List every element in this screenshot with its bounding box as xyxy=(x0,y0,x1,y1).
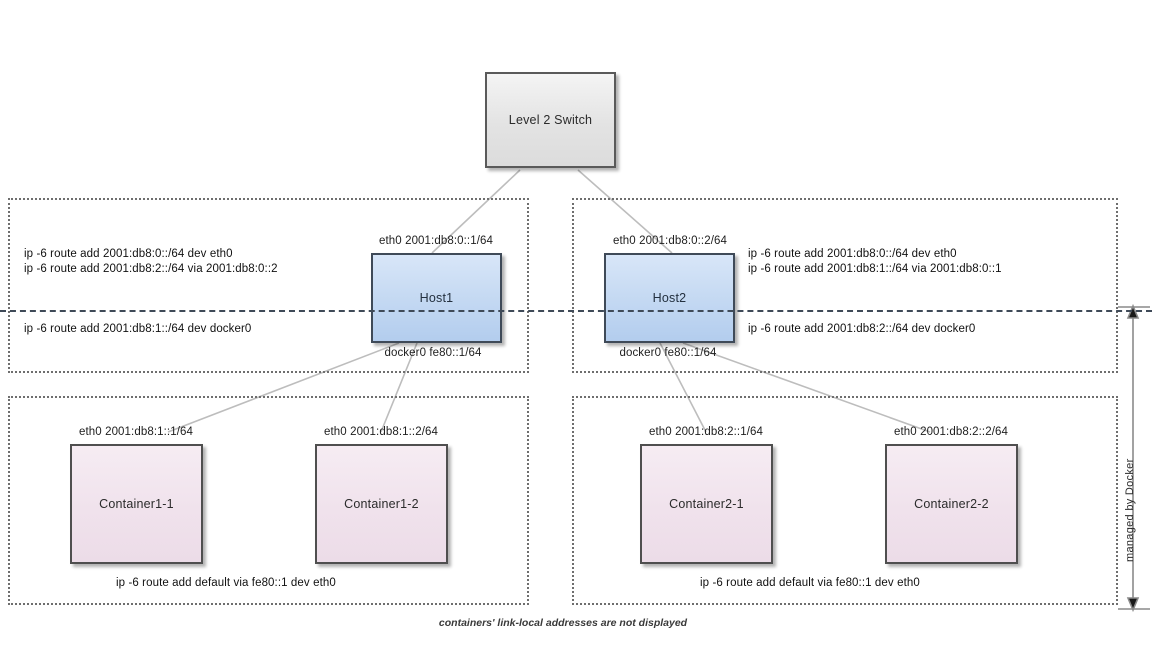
host1-docker0-label: docker0 fe80::1/64 xyxy=(384,347,482,359)
host2-label: Host2 xyxy=(652,291,687,305)
switch-label: Level 2 Switch xyxy=(508,113,593,127)
host1-kernel-route-1: ip -6 route add 2001:db8:0::/64 dev eth0 xyxy=(24,248,233,260)
node-container2-1[interactable]: Container2-1 xyxy=(640,444,773,564)
container2-2-eth0-label: eth0 2001:db8:2::2/64 xyxy=(893,426,1009,438)
host1-docker-route: ip -6 route add 2001:db8:1::/64 dev dock… xyxy=(24,323,252,335)
diagram-caption: containers' link-local addresses are not… xyxy=(438,617,688,629)
container1-2-label: Container1-2 xyxy=(344,497,419,511)
host2-docker0-label: docker0 fe80::1/64 xyxy=(619,347,717,359)
host-group-2 xyxy=(572,198,1118,373)
node-host1[interactable]: Host1 xyxy=(371,253,502,343)
host2-kernel-route-1: ip -6 route add 2001:db8:0::/64 dev eth0 xyxy=(748,248,957,260)
container-group-2 xyxy=(572,396,1118,605)
container2-1-label: Container2-1 xyxy=(669,497,744,511)
host1-kernel-route-2: ip -6 route add 2001:db8:2::/64 via 2001… xyxy=(24,263,278,275)
node-container2-2[interactable]: Container2-2 xyxy=(885,444,1018,564)
container-group-1-default-route: ip -6 route add default via fe80::1 dev … xyxy=(116,577,336,589)
container-group-1 xyxy=(8,396,529,605)
container-group-2-default-route: ip -6 route add default via fe80::1 dev … xyxy=(700,577,920,589)
node-container1-2[interactable]: Container1-2 xyxy=(315,444,448,564)
host2-eth0-label: eth0 2001:db8:0::2/64 xyxy=(612,235,728,247)
kernel-docker-separator xyxy=(0,310,1152,312)
container2-1-eth0-label: eth0 2001:db8:2::1/64 xyxy=(648,426,764,438)
container2-2-label: Container2-2 xyxy=(914,497,989,511)
managed-by-docker-label: managed by Docker xyxy=(1124,458,1136,562)
container1-1-eth0-label: eth0 2001:db8:1::1/64 xyxy=(78,426,194,438)
node-host2[interactable]: Host2 xyxy=(604,253,735,343)
host2-kernel-route-2: ip -6 route add 2001:db8:1::/64 via 2001… xyxy=(748,263,1002,275)
host2-docker-route: ip -6 route add 2001:db8:2::/64 dev dock… xyxy=(748,323,976,335)
container1-2-eth0-label: eth0 2001:db8:1::2/64 xyxy=(323,426,439,438)
host1-label: Host1 xyxy=(419,291,454,305)
host1-eth0-label: eth0 2001:db8:0::1/64 xyxy=(378,235,494,247)
host-group-1 xyxy=(8,198,529,373)
node-level2-switch[interactable]: Level 2 Switch xyxy=(485,72,616,168)
container1-1-label: Container1-1 xyxy=(99,497,174,511)
node-container1-1[interactable]: Container1-1 xyxy=(70,444,203,564)
